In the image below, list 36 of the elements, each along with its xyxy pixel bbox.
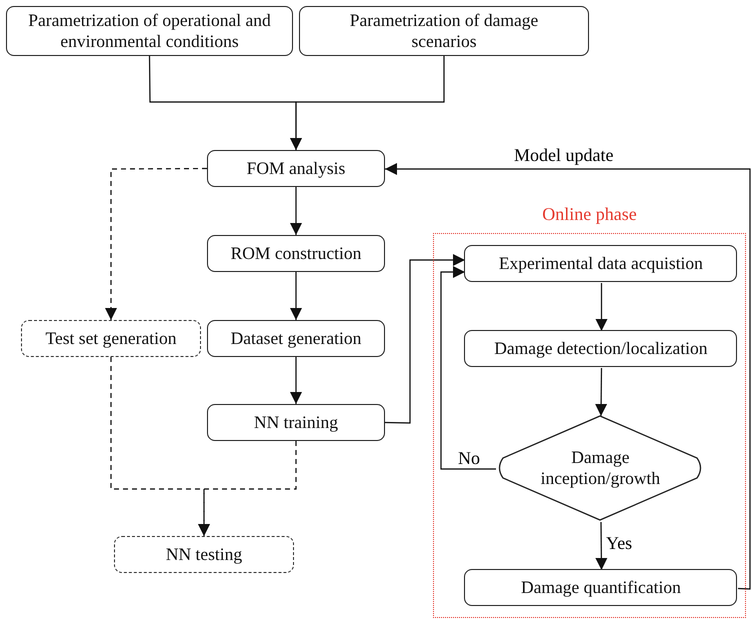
node-label: Damage inception/growth — [540, 447, 662, 490]
node-label: Damage quantification — [520, 577, 681, 598]
arrow — [384, 254, 465, 424]
arrow — [595, 368, 608, 416]
process-box — [299, 6, 589, 56]
node-label: Test set generation — [46, 328, 176, 349]
node-label: ROM construction — [230, 243, 362, 264]
process-box — [6, 6, 293, 56]
node-label: Dataset generation — [230, 328, 362, 349]
dashed-arrow — [198, 441, 297, 536]
arrow — [290, 272, 302, 320]
dashed-process-box — [114, 536, 294, 573]
region-heading: Online phase — [541, 204, 638, 225]
arrow — [290, 56, 445, 150]
dashed-arrow — [105, 168, 207, 320]
dashed-process-box — [21, 320, 201, 357]
process-box — [207, 320, 385, 357]
node-label: NN testing — [166, 544, 242, 565]
process-box — [464, 330, 738, 368]
node-label: NN training — [254, 412, 338, 433]
process-box — [207, 235, 385, 272]
node-label: Parametrization of damage scenarios — [348, 10, 540, 52]
node-label: Damage detection/localization — [494, 338, 708, 360]
process-box — [207, 404, 385, 441]
arrow — [290, 357, 302, 404]
arrow — [385, 163, 751, 590]
arrow — [440, 266, 496, 470]
node-label: FOM analysis — [246, 158, 346, 179]
arrow — [290, 187, 302, 235]
process-box — [464, 245, 738, 282]
arrow — [596, 283, 608, 331]
process-box — [464, 569, 738, 606]
node-label: Parametrization of operational and environmental conditions — [27, 10, 272, 52]
node-label: Experimental data acquistion — [498, 253, 703, 274]
arrow — [595, 522, 608, 570]
process-box — [207, 150, 385, 187]
